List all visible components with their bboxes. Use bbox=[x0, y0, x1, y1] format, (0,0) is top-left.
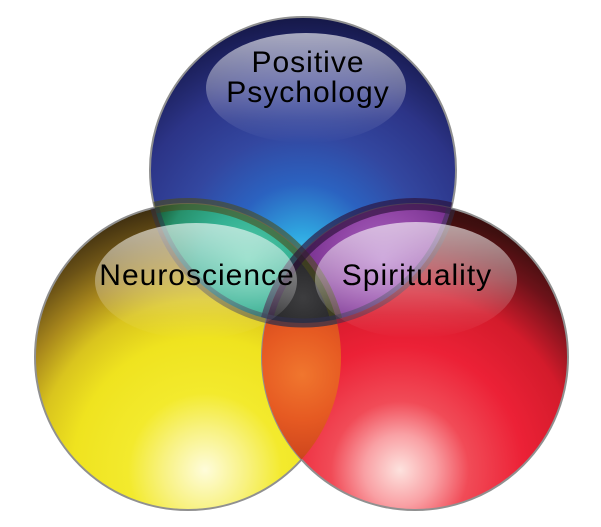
gloss-highlight-neuroscience bbox=[95, 223, 297, 339]
rim-neuroscience-over-psychology bbox=[150, 198, 347, 323]
gloss-highlight-positive-psychology bbox=[206, 33, 406, 143]
label-positive-psychology: Positive Psychology bbox=[178, 48, 438, 108]
rim-psychology-over-spirituality bbox=[262, 204, 461, 328]
label-spirituality: Spirituality bbox=[287, 261, 547, 291]
label-positive-psychology-line1: Positive bbox=[251, 46, 365, 79]
label-neuroscience: Neuroscience bbox=[67, 261, 327, 291]
label-neuroscience-line1: Neuroscience bbox=[99, 259, 295, 292]
label-spirituality-line1: Spirituality bbox=[341, 259, 493, 292]
rim-spirituality-over-psychology bbox=[256, 198, 456, 323]
gloss-highlight-spirituality bbox=[315, 222, 517, 338]
label-positive-psychology-line2: Psychology bbox=[226, 76, 390, 109]
